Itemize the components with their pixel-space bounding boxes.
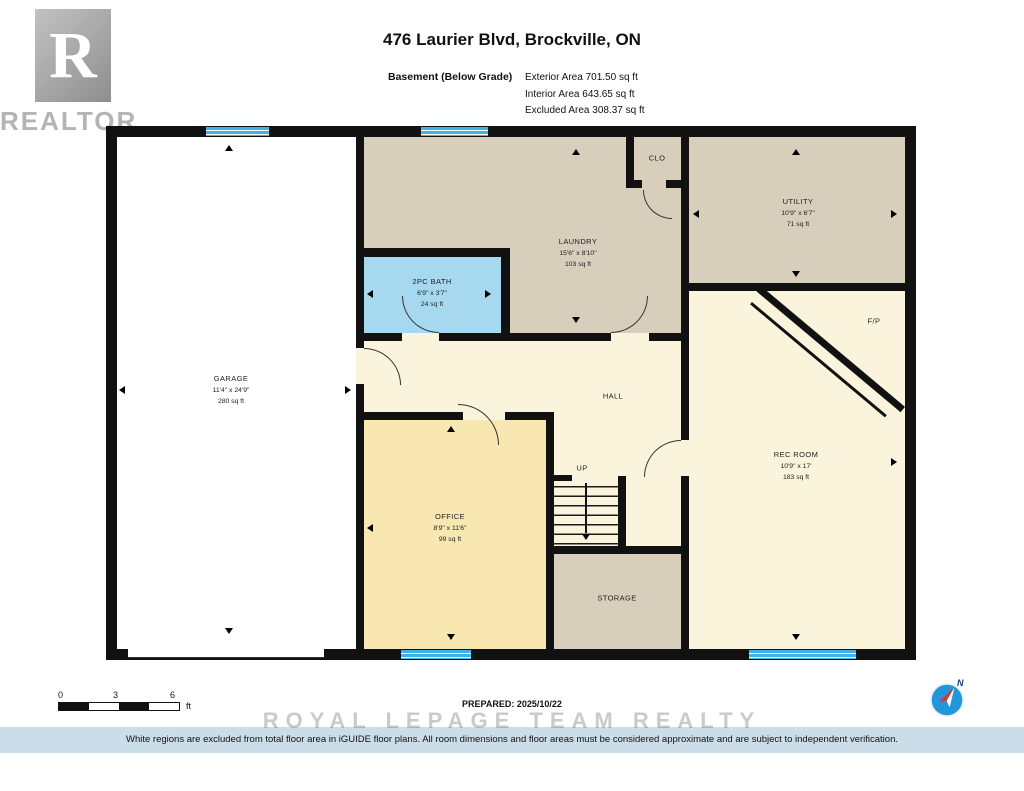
dimension-arrow xyxy=(792,271,800,277)
dimension-arrow xyxy=(225,628,233,634)
dimension-arrow xyxy=(485,290,491,298)
room-label-storage: STORAGE xyxy=(597,593,637,603)
excluded-area: Excluded Area 308.37 sq ft xyxy=(525,105,645,116)
dimension-arrow xyxy=(792,634,800,640)
window xyxy=(401,650,471,659)
room-hall xyxy=(364,341,681,412)
closet-left-wall xyxy=(626,137,634,188)
dimension-arrow xyxy=(891,458,897,466)
bath-right-wall xyxy=(501,248,510,333)
scale-bar: 0 3 6 ft xyxy=(58,690,218,712)
area-summary: Exterior Area 701.50 sq ft Interior Area… xyxy=(525,70,645,120)
dimension-arrow xyxy=(119,386,125,394)
prepared-date: PREPARED: 2025/10/22 xyxy=(462,699,562,709)
room-utility xyxy=(689,137,905,283)
room-label-utility: UTILITY 10'9" x 6'7" 71 sq ft xyxy=(781,196,815,228)
window xyxy=(421,127,488,136)
scale-label-6: 6 xyxy=(170,690,176,700)
dimension-arrow xyxy=(693,210,699,218)
bath-top-wall xyxy=(358,248,510,257)
interior-area: Interior Area 643.65 sq ft xyxy=(525,88,635,100)
dimension-arrow xyxy=(345,386,351,394)
dimension-arrow xyxy=(225,145,233,151)
stair-down-arrowhead xyxy=(582,534,590,540)
dimension-arrow xyxy=(367,524,373,532)
scale-unit: ft xyxy=(186,701,192,711)
exterior-area: Exterior Area 701.50 sq ft xyxy=(525,72,638,83)
room-label-fireplace: F/P xyxy=(867,316,881,326)
closet-door-gap xyxy=(642,180,666,188)
garage-hall-door-gap xyxy=(356,348,364,384)
scale-label-3: 3 xyxy=(113,690,119,700)
room-label-up: UP xyxy=(576,463,588,473)
realtor-logo-icon: R xyxy=(35,9,111,102)
compass-icon: N xyxy=(928,678,972,721)
scale-bar-segments xyxy=(58,702,180,711)
room-label-garage: GARAGE 11'4" x 24'9" 280 sq ft xyxy=(212,373,250,405)
compass-north-label: N xyxy=(957,678,964,688)
stair-right-wall xyxy=(618,476,626,546)
stair-direction-line xyxy=(585,483,587,533)
rec-door-gap xyxy=(681,440,689,476)
dimension-arrow xyxy=(447,426,455,432)
window xyxy=(749,650,856,659)
room-office xyxy=(364,420,546,649)
disclaimer-text: White regions are excluded from total fl… xyxy=(125,734,899,745)
room-label-hall: HALL xyxy=(602,391,624,401)
bath-door-gap xyxy=(402,333,439,341)
room-label-laundry: LAUNDRY 15'6" x 8'10" 103 sq ft xyxy=(558,236,598,268)
room-label-rec: REC ROOM 10'9" x 17' 183 sq ft xyxy=(773,449,819,481)
dimension-arrow xyxy=(367,290,373,298)
scale-label-0: 0 xyxy=(58,690,64,700)
realtor-logo-letter: R xyxy=(49,18,97,92)
dimension-arrow xyxy=(891,210,897,218)
footer-bar: White regions are excluded from total fl… xyxy=(0,727,1024,753)
page-title: 476 Laurier Blvd, Brockville, ON xyxy=(383,30,641,49)
dimension-arrow xyxy=(792,149,800,155)
room-garage xyxy=(117,137,356,649)
window xyxy=(206,127,269,136)
garage-door-opening xyxy=(128,649,324,658)
dimension-arrow xyxy=(447,634,455,640)
laundry-door-gap xyxy=(611,333,649,341)
compass-svg xyxy=(930,683,964,717)
stair-top-stub xyxy=(554,475,572,481)
room-storage xyxy=(554,554,681,649)
room-label-bath: 2PC BATH 6'9" x 3'7" 24 sq ft xyxy=(412,276,452,308)
dimension-arrow xyxy=(572,149,580,155)
floor-label: Basement (Below Grade) xyxy=(388,71,513,83)
dimension-arrow xyxy=(572,317,580,323)
floor-plan: GARAGE 11'4" x 24'9" 280 sq ft 2PC BATH … xyxy=(106,126,916,660)
room-label-office: OFFICE 8'9" x 11'6" 99 sq ft xyxy=(433,511,467,543)
room-rec xyxy=(689,291,905,649)
room-label-closet: CLO xyxy=(648,153,666,163)
